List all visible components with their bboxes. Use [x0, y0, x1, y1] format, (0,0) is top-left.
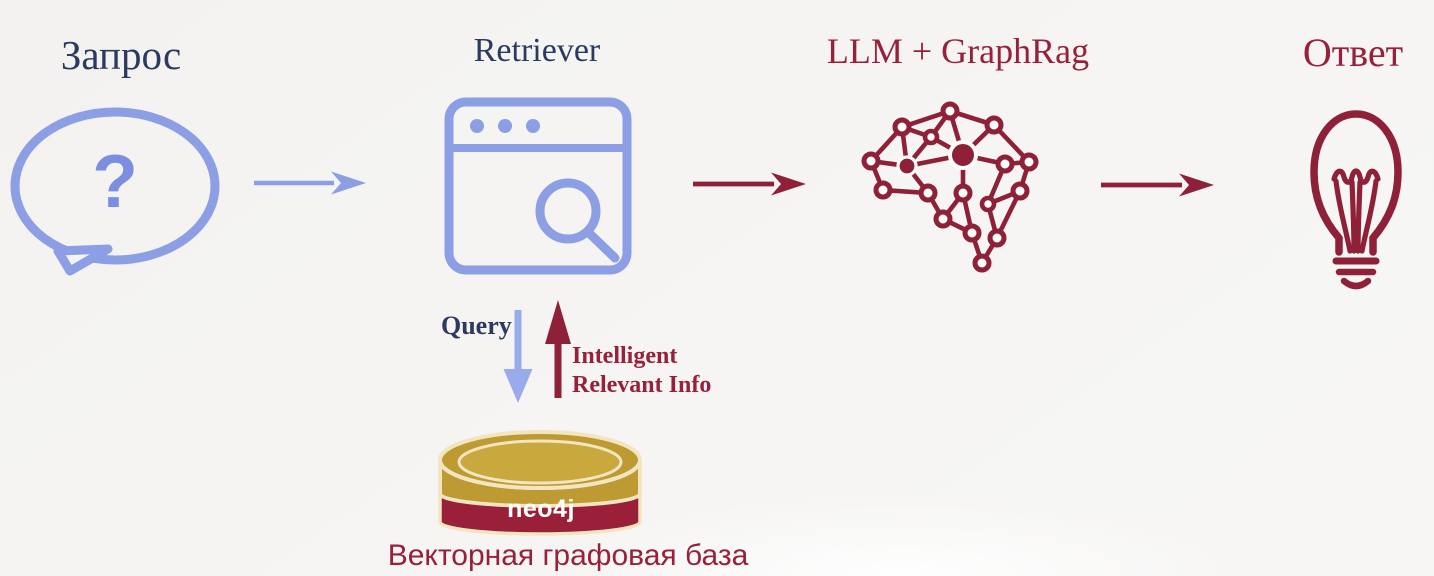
question-speech-bubble-icon: ?	[10, 107, 220, 276]
brain-network-icon	[861, 101, 1039, 273]
return-arrow-label-line2: Relevant Info	[572, 372, 712, 398]
return-arrow-label-line1: Intelligent	[572, 343, 678, 369]
return-arrow-label: Intelligent Relevant Info	[572, 342, 711, 400]
neo4j-database-icon: neo4j	[438, 430, 642, 536]
step-label-answer: Ответ	[1302, 30, 1404, 75]
magnifier-icon	[535, 178, 620, 263]
step-label-llm-graphrag: LLM + GraphRag	[826, 31, 1090, 71]
arrow-retriever-to-llm	[693, 172, 806, 196]
step-label-retriever: Retriever	[473, 32, 601, 69]
arrow-query-down	[503, 310, 533, 403]
brain-hub-node	[896, 155, 918, 177]
filament-icon	[1331, 168, 1381, 254]
browser-dot-icon	[470, 119, 484, 133]
brain-hub-node	[948, 140, 978, 170]
neo4j-label: neo4j	[507, 495, 575, 523]
arrow-relevant-info-up	[545, 300, 571, 398]
arrow-request-to-retriever	[254, 171, 366, 195]
browser-dot-icon	[498, 119, 512, 133]
lightbulb-icon	[1310, 110, 1402, 290]
query-arrow-label: Query	[441, 311, 512, 340]
browser-dot-icon	[526, 119, 540, 133]
step-label-request: Запрос	[60, 32, 182, 78]
question-mark-glyph: ?	[92, 139, 138, 223]
arrow-llm-to-answer	[1101, 173, 1214, 197]
browser-search-icon	[444, 97, 632, 275]
database-caption: Векторная графовая база	[387, 539, 749, 572]
